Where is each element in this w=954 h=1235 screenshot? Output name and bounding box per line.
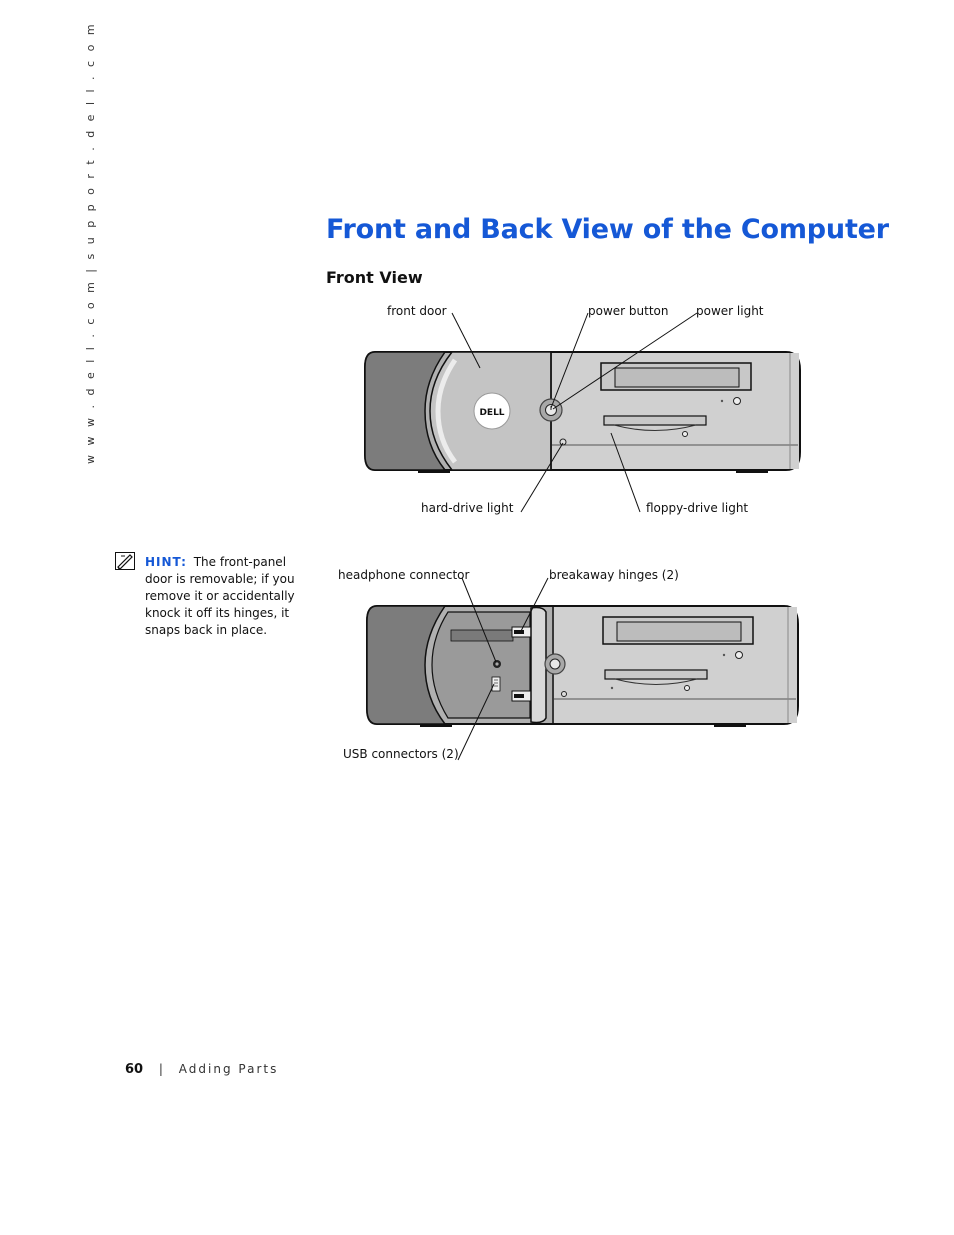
label-power-light: power light [696,304,764,318]
label-power-button: power button [588,304,668,318]
label-breakaway-hinges: breakaway hinges (2) [549,568,679,582]
section-title: Front View [326,268,423,287]
note-pencil-icon [115,552,135,570]
label-floppy-drive-light: floppy-drive light [646,501,748,515]
hint-text: The front-panel door is removable; if yo… [145,555,295,637]
page-number: 60 [125,1062,144,1077]
hint-label: HINT: [145,555,187,569]
page-title: Front and Back View of the Computer [326,214,889,245]
side-url: w w w . d e l l . c o m | s u p p o r t … [84,21,97,464]
page-footer: 60 | Adding Parts [125,1062,278,1077]
footer-section: Adding Parts [178,1062,279,1076]
hint-note: HINT: The front-panel door is removable;… [145,554,295,639]
dell-logo: DELL [479,408,504,418]
label-front-door: front door [387,304,447,318]
label-headphone-connector: headphone connector [338,568,470,582]
footer-separator: | [158,1062,163,1076]
computer-front-open [366,605,799,727]
label-usb-connectors: USB connectors (2) [343,747,459,761]
label-hard-drive-light: hard-drive light [421,501,514,515]
computer-front-closed: DELL [364,351,801,473]
